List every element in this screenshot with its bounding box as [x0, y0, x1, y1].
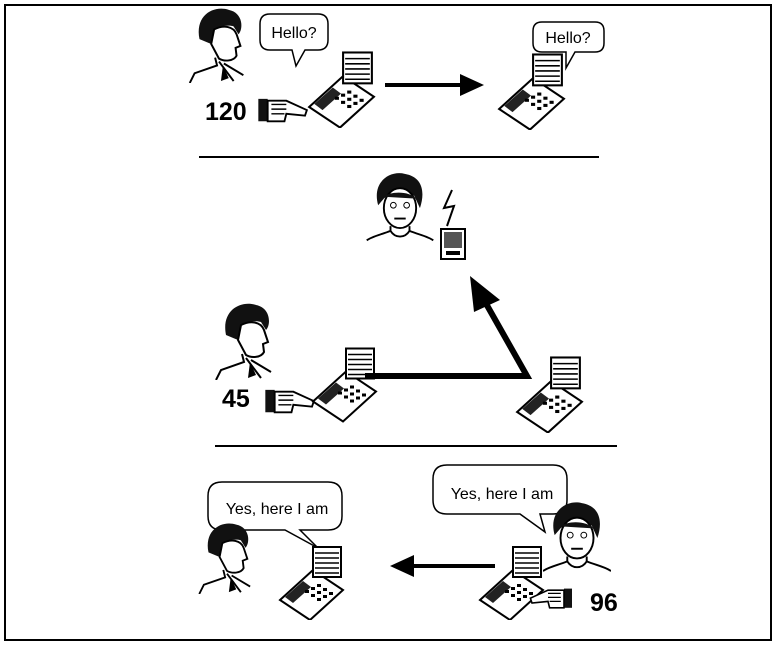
- responder-number: 96: [590, 589, 618, 617]
- caller-phone-icon: [308, 51, 375, 128]
- dialing-hand-icon: [265, 388, 315, 414]
- pager-icon: [440, 228, 466, 260]
- svg-text:Hello?: Hello?: [271, 25, 316, 42]
- picked-up-phone-icon: [478, 545, 545, 620]
- right-speech-bubble: Yes, here I am: [432, 464, 568, 534]
- paged-woman-icon: [366, 172, 434, 242]
- call-arrow-right: [385, 74, 484, 96]
- caller-man-icon: [215, 302, 273, 380]
- dialing-hand-icon: [258, 97, 308, 123]
- caller-man-icon: [198, 522, 252, 594]
- diagram-frame: [4, 4, 772, 641]
- svg-text:Yes, here I am: Yes, here I am: [451, 486, 554, 503]
- caller-phone-icon: [278, 545, 345, 620]
- caller-speech-bubble: Hello?: [259, 13, 329, 69]
- left-speech-bubble: Yes, here I am: [207, 481, 343, 549]
- caller-number: 45: [222, 385, 250, 413]
- caller-man-icon: [188, 7, 245, 83]
- receiver-speech-bubble: Hello?: [532, 21, 605, 71]
- svg-text:Hello?: Hello?: [545, 30, 590, 47]
- caller-number: 120: [205, 98, 247, 126]
- caller-phone-icon: [311, 347, 378, 423]
- ringing-phone-icon: [516, 356, 583, 433]
- ringing-phone-icon: [498, 53, 565, 130]
- signal-lightning-icon: [442, 189, 456, 227]
- svg-text:Yes, here I am: Yes, here I am: [226, 501, 329, 518]
- call-pickup-arrow: [365, 276, 533, 379]
- response-arrow-left: [390, 555, 495, 577]
